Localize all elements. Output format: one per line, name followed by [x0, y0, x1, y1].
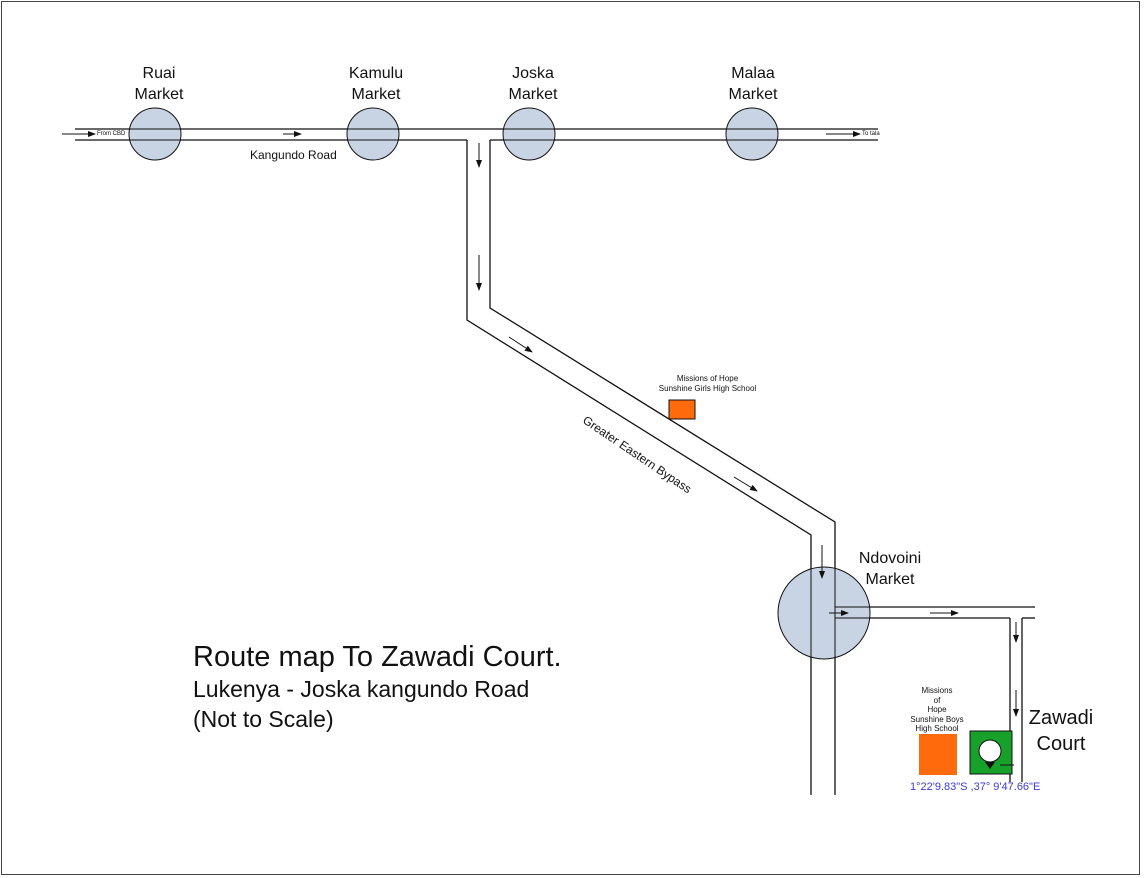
map-scale-note: (Not to Scale)	[193, 706, 334, 732]
girls-school-marker	[668, 399, 696, 420]
direction-arrows	[62, 131, 1019, 717]
malaa-market-label: Malaa Market	[728, 65, 778, 103]
kamulu-market-label: Kamulu Market	[348, 65, 404, 103]
coordinates-label: 1°22'9.83"S ,37° 9'47.66"E	[910, 781, 1041, 793]
map-title-block: Route map To Zawadi Court. Lukenya - Jos…	[193, 640, 562, 734]
arrow-icon	[508, 336, 533, 353]
malaa-market-circle	[725, 107, 779, 161]
ruai-market-label: Ruai Market	[134, 65, 184, 103]
kamulu-market-circle	[346, 107, 400, 161]
kangundo-road-label: Kangundo Road	[250, 148, 337, 162]
joska-market-label: Joska Market	[508, 65, 558, 103]
map-subtitle: Lukenya - Joska kangundo Road	[193, 676, 530, 702]
boys-school-marker	[919, 734, 957, 775]
ruai-market-circle	[128, 107, 182, 161]
zawadi-court-marker	[969, 730, 1014, 775]
to-tala-label: To tala	[862, 131, 880, 137]
ndovoini-market-label: Ndovoini Market	[858, 550, 922, 588]
joska-market-circle	[502, 107, 556, 161]
zawadi-court-label: Zawadi Court	[1028, 707, 1094, 755]
ndovoini-market-circle	[777, 566, 871, 660]
arrow-icon	[733, 476, 758, 492]
map-pin-icon	[978, 739, 1002, 769]
girls-school-label: Missions of Hope Sunshine Girls High Sch…	[658, 374, 757, 393]
boys-school-label: Missions of Hope Sunshine Boys High Scho…	[910, 686, 964, 733]
map-title: Route map To Zawadi Court.	[193, 641, 562, 673]
from-cbd-label: From CBD	[97, 131, 126, 137]
